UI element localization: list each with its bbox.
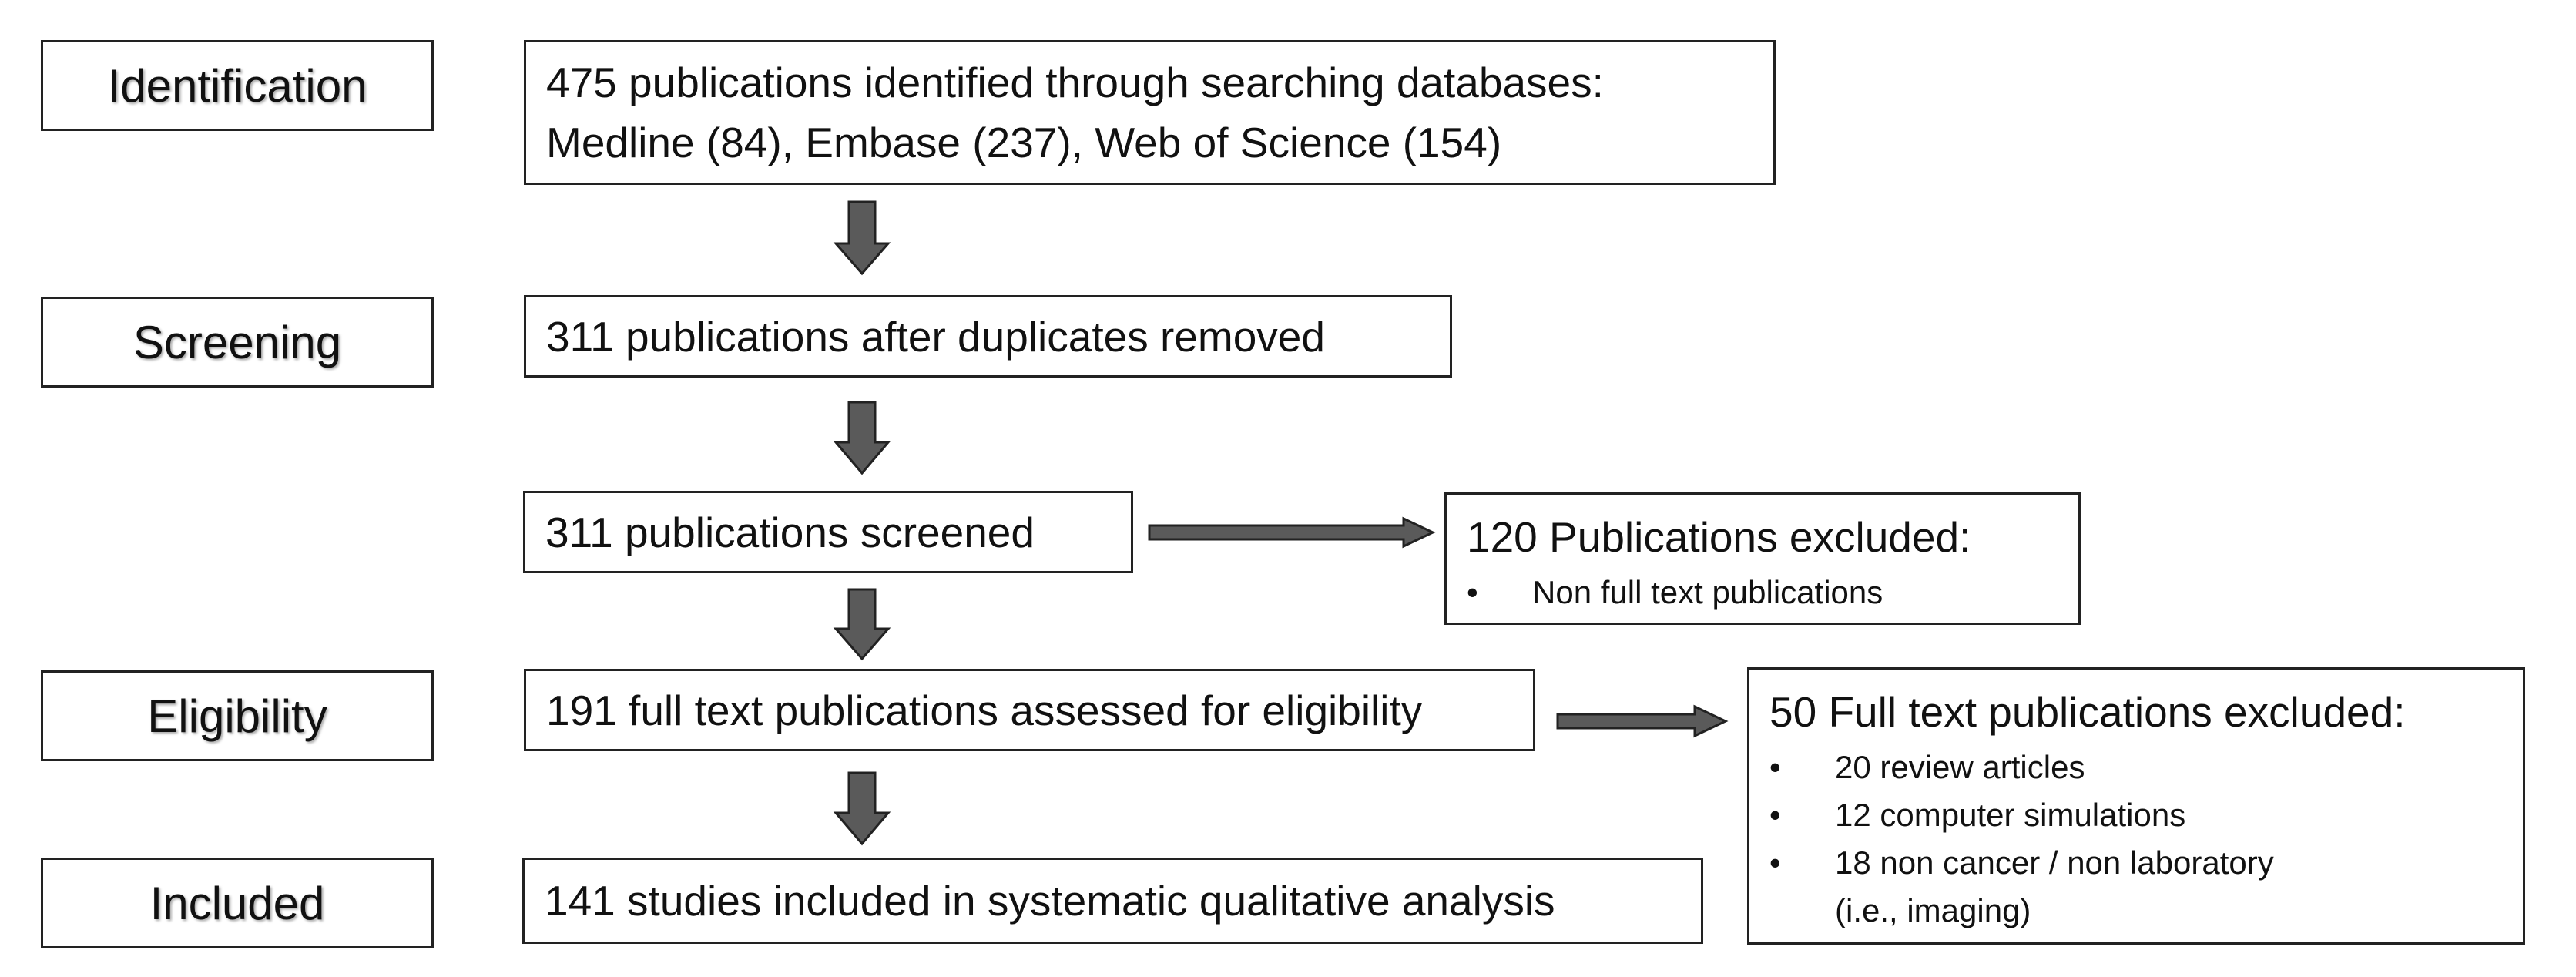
right-arrow-icon bbox=[1556, 704, 1729, 738]
screening-exclusion-title: 120 Publications excluded: bbox=[1467, 513, 1971, 561]
after-duplicates-box: 311 publications after duplicates remove… bbox=[524, 295, 1452, 378]
eligibility-exclusion-box: 50 Full text publications excluded: 20 r… bbox=[1747, 667, 2525, 945]
screened-text: 311 publications screened bbox=[545, 508, 1035, 556]
down-arrow-icon bbox=[833, 401, 891, 475]
down-arrow-icon bbox=[833, 771, 891, 846]
eligibility-exclusion-item: 12 computer simulations bbox=[1769, 791, 2523, 839]
eligibility-exclusion-item: 20 review articles bbox=[1769, 744, 2523, 791]
stage-eligibility: Eligibility bbox=[41, 670, 434, 761]
right-arrow-icon bbox=[1148, 516, 1436, 549]
assessed-text: 191 full text publications assessed for … bbox=[546, 686, 1423, 734]
identified-line-1: 475 publications identified through sear… bbox=[546, 59, 1604, 106]
stage-screening-label: Screening bbox=[132, 316, 342, 368]
after-duplicates-text: 311 publications after duplicates remove… bbox=[546, 312, 1325, 361]
screening-exclusion-item: Non full text publications bbox=[1467, 569, 2078, 616]
identified-box: 475 publications identified through sear… bbox=[524, 40, 1776, 185]
eligibility-exclusion-list: 20 review articles 12 computer simulatio… bbox=[1769, 744, 2523, 935]
eligibility-exclusion-item: 18 non cancer / non laboratory (i.e., im… bbox=[1769, 839, 2523, 935]
identified-line-2: Medline (84), Embase (237), Web of Scien… bbox=[546, 119, 1502, 166]
stage-identification-label: Identification bbox=[107, 59, 367, 112]
assessed-box: 191 full text publications assessed for … bbox=[524, 669, 1535, 751]
stage-included-label: Included bbox=[149, 877, 325, 929]
down-arrow-icon bbox=[833, 200, 891, 276]
stage-screening: Screening bbox=[41, 297, 434, 388]
stage-identification: Identification bbox=[41, 40, 434, 131]
included-box: 141 studies included in systematic quali… bbox=[522, 858, 1703, 944]
included-text: 141 studies included in systematic quali… bbox=[545, 877, 1555, 925]
eligibility-exclusion-title: 50 Full text publications excluded: bbox=[1769, 688, 2406, 736]
eligibility-exclusion-continuation: (i.e., imaging) bbox=[1835, 892, 2031, 928]
screening-exclusion-list: Non full text publications bbox=[1467, 569, 2078, 616]
down-arrow-icon bbox=[833, 588, 891, 661]
stage-included: Included bbox=[41, 858, 434, 948]
screened-box: 311 publications screened bbox=[523, 491, 1133, 573]
stage-eligibility-label: Eligibility bbox=[147, 690, 327, 742]
screening-exclusion-box: 120 Publications excluded: Non full text… bbox=[1444, 492, 2081, 625]
